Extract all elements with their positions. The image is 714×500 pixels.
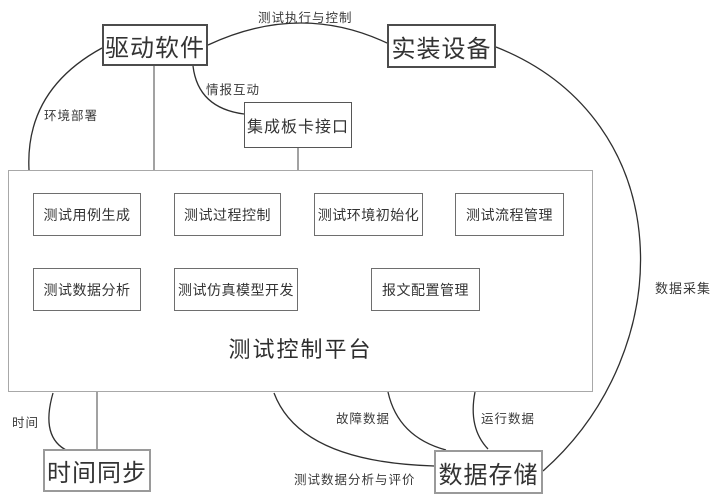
module-simulation-model-dev: 测试仿真模型开发 xyxy=(174,268,298,311)
node-integrated-board-interface-label: 集成板卡接口 xyxy=(246,119,349,136)
module-test-case-generation: 测试用例生成 xyxy=(33,193,141,236)
module-test-env-init: 测试环境初始化 xyxy=(314,193,423,236)
module-label: 测试数据分析 xyxy=(43,283,131,299)
module-label: 报文配置管理 xyxy=(382,283,469,299)
label-run-data: 运行数据 xyxy=(481,412,536,426)
node-driver-software: 驱动软件 xyxy=(102,24,208,66)
label-env-deploy: 环境部署 xyxy=(44,109,99,123)
node-time-sync-label: 时间同步 xyxy=(47,461,147,487)
edge-analysis-curve xyxy=(273,392,435,467)
label-analysis-eval: 测试数据分析与评价 xyxy=(294,473,416,487)
module-label: 测试用例生成 xyxy=(43,208,131,224)
platform-test-control: 测试用例生成 测试过程控制 测试环境初始化 测试流程管理 测试数据分析 测试仿真… xyxy=(8,170,593,392)
edge-data-collect-arc xyxy=(495,46,642,472)
edge-intel-curve xyxy=(192,65,245,115)
node-actual-equipment-label: 实装设备 xyxy=(391,36,492,63)
module-test-data-analysis: 测试数据分析 xyxy=(33,268,141,311)
edge-run-data-curve xyxy=(472,391,489,450)
label-intel-interaction: 情报互动 xyxy=(206,83,261,97)
edge-env-deploy-curve xyxy=(28,47,103,171)
label-time: 时间 xyxy=(12,416,40,430)
module-message-config-management: 报文配置管理 xyxy=(371,268,480,311)
node-driver-software-label: 驱动软件 xyxy=(105,35,205,62)
module-label: 测试环境初始化 xyxy=(317,208,420,224)
module-test-flow-management: 测试流程管理 xyxy=(455,193,564,236)
module-test-process-control: 测试过程控制 xyxy=(174,193,281,236)
node-time-sync: 时间同步 xyxy=(43,449,151,492)
edge-fault-data-curve xyxy=(387,391,447,451)
label-data-collect: 数据采集 xyxy=(655,281,712,296)
edge-time-curve xyxy=(48,392,69,452)
label-fault-data: 故障数据 xyxy=(336,412,391,426)
module-label: 测试仿真模型开发 xyxy=(178,283,294,299)
module-label: 测试过程控制 xyxy=(184,208,271,224)
node-integrated-board-interface: 集成板卡接口 xyxy=(244,102,352,148)
node-actual-equipment: 实装设备 xyxy=(387,24,496,68)
label-test-execution: 测试执行与控制 xyxy=(258,11,353,25)
module-label: 测试流程管理 xyxy=(466,208,553,224)
edge-test-execution-arc xyxy=(207,22,388,46)
node-data-storage: 数据存储 xyxy=(434,450,543,494)
platform-title: 测试控制平台 xyxy=(228,337,373,362)
node-data-storage-label: 数据存储 xyxy=(438,462,539,489)
